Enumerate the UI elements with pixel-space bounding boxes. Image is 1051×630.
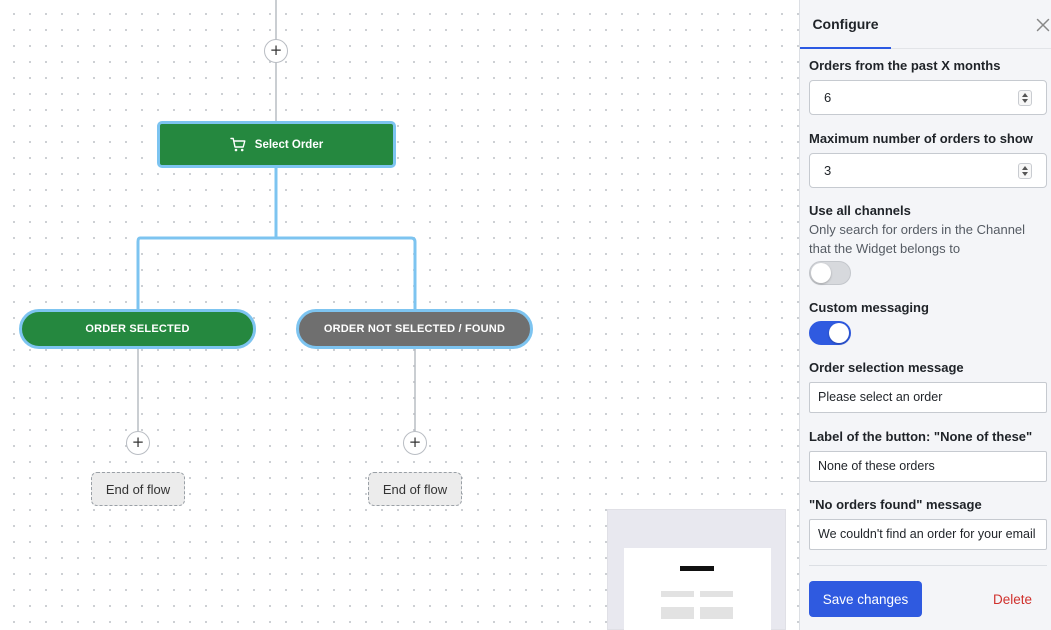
end-of-flow-left: End of flow <box>91 472 185 506</box>
branch-order-selected-label: ORDER SELECTED <box>85 323 190 335</box>
shopping-cart-icon <box>230 137 246 152</box>
max-orders-input[interactable]: 3 <box>809 153 1047 188</box>
add-step-button-top[interactable]: + <box>264 39 288 63</box>
months-label: Orders from the past X months <box>809 58 1001 73</box>
max-orders-label: Maximum number of orders to show <box>809 131 1033 146</box>
panel-header: Configure <box>800 0 1051 49</box>
branch-order-selected[interactable]: ORDER SELECTED <box>19 309 256 349</box>
end-of-flow-label: End of flow <box>382 481 448 497</box>
branch-order-not-selected-label: ORDER NOT SELECTED / FOUND <box>323 323 506 335</box>
channels-label: Use all channels <box>809 203 911 218</box>
no-orders-label: "No orders found" message <box>809 497 982 512</box>
flow-canvas[interactable]: + Select Order ORDER SELECTED ORDER NOT … <box>0 0 800 630</box>
branch-order-not-selected[interactable]: ORDER NOT SELECTED / FOUND <box>296 309 533 349</box>
connector-branch <box>136 168 417 309</box>
months-input[interactable]: 6 <box>809 80 1047 115</box>
configure-panel: Configure Orders from the past X months … <box>799 0 1051 630</box>
no-orders-input[interactable]: We couldn't find an order for your email <box>809 519 1047 550</box>
none-button-label: Label of the button: "None of these" <box>809 429 1033 444</box>
months-stepper[interactable] <box>1018 90 1032 106</box>
channels-toggle[interactable] <box>809 261 851 285</box>
minimap-viewport <box>624 548 771 630</box>
delete-button[interactable]: Delete <box>992 591 1033 607</box>
add-step-button-right[interactable]: + <box>403 431 427 455</box>
add-step-button-left[interactable]: + <box>126 431 150 455</box>
toggle-knob <box>829 323 849 343</box>
custom-messaging-label: Custom messaging <box>809 300 929 315</box>
select-order-node[interactable]: Select Order <box>157 121 396 168</box>
months-value: 6 <box>824 90 832 105</box>
save-changes-button[interactable]: Save changes <box>809 581 922 617</box>
channels-description: Only search for orders in the Channel th… <box>809 222 1026 256</box>
minimap-node <box>700 591 733 597</box>
minimap-node <box>661 591 694 597</box>
close-icon[interactable] <box>1035 17 1051 33</box>
minimap-node <box>661 607 694 619</box>
panel-divider <box>809 565 1047 566</box>
end-of-flow-right: End of flow <box>368 472 462 506</box>
selection-message-input[interactable]: Please select an order <box>809 382 1047 413</box>
minimap-node <box>700 607 733 619</box>
tab-configure[interactable]: Configure <box>800 0 891 49</box>
max-orders-value: 3 <box>824 163 832 178</box>
selection-message-label: Order selection message <box>809 360 964 375</box>
none-button-input[interactable]: None of these orders <box>809 451 1047 482</box>
toggle-knob <box>811 263 831 283</box>
minimap[interactable] <box>607 509 786 630</box>
end-of-flow-label: End of flow <box>105 481 171 497</box>
minimap-node <box>680 566 714 571</box>
select-order-label: Select Order <box>254 138 324 151</box>
max-orders-stepper[interactable] <box>1018 163 1032 179</box>
custom-messaging-toggle[interactable] <box>809 321 851 345</box>
tab-configure-label: Configure <box>812 15 879 32</box>
